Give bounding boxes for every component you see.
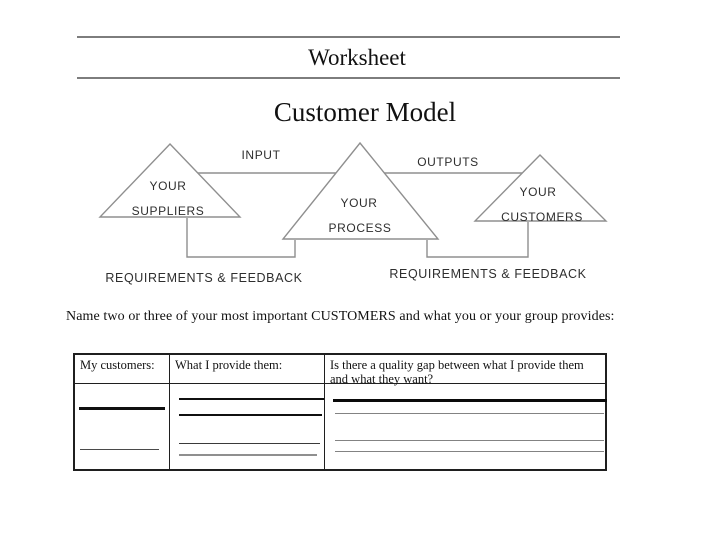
page-title: Worksheet [308, 45, 406, 70]
suppliers-triangle-label: SUPPLIERS [131, 204, 205, 218]
table-header-what-i-provide: What I provide them: [170, 355, 325, 384]
suppliers-triangle-label-your: YOUR [149, 179, 187, 193]
customers-table: My customers: What I provide them: Is th… [73, 353, 607, 471]
input-label: INPUT [241, 148, 281, 162]
blank-line [179, 454, 317, 456]
blank-line [335, 451, 604, 452]
feedback-label-right: REQUIREMENTS & FEEDBACK [389, 267, 587, 281]
process-triangle-label: PROCESS [328, 221, 392, 235]
customers-triangle [473, 154, 608, 222]
table-body-cell-what-i-provide [170, 384, 325, 469]
blank-line [335, 440, 604, 441]
table-body-cell-my-customers [75, 384, 170, 469]
process-triangle [281, 141, 440, 240]
process-triangle-label-your: YOUR [340, 196, 378, 210]
customers-triangle-label: CUSTOMERS [501, 210, 583, 224]
suppliers-triangle [98, 142, 242, 218]
instruction-text: Name two or three of your most important… [66, 309, 615, 324]
left-feedback-connector [186, 218, 296, 258]
customers-triangle-label-your: YOUR [519, 185, 557, 199]
blank-line [79, 407, 165, 410]
table-header-quality-gap: Is there a quality gap between what I pr… [325, 355, 605, 386]
header-top-rule [77, 36, 620, 38]
slide-subtitle: Customer Model [273, 97, 457, 127]
blank-line [80, 449, 159, 450]
blank-line [179, 414, 322, 416]
outputs-label: OUTPUTS [417, 155, 479, 169]
blank-line [179, 443, 320, 444]
table-body-cell-quality-gap [325, 384, 605, 469]
right-feedback-connector [426, 222, 529, 258]
blank-line [335, 413, 604, 414]
table-header-my-customers: My customers: [75, 355, 170, 384]
header-bottom-rule [77, 77, 620, 79]
blank-line [179, 398, 324, 400]
blank-line [333, 399, 607, 402]
feedback-label-left: REQUIREMENTS & FEEDBACK [105, 271, 303, 285]
